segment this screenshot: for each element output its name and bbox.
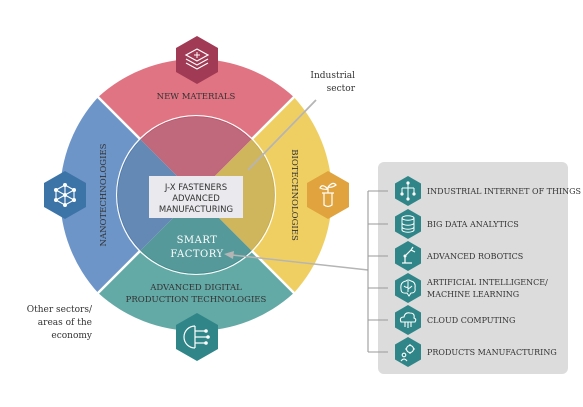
sector-new-materials-label: NEW MATERIALS bbox=[157, 92, 236, 102]
gear-person-icon bbox=[395, 337, 421, 367]
cloud-icon bbox=[395, 305, 421, 335]
tech-item-robotics: ADVANCED ROBOTICS bbox=[395, 241, 523, 271]
other-sectors-label1: Other sectors/ bbox=[27, 305, 93, 315]
iot-tree-icon bbox=[395, 176, 421, 206]
smart-factory-line1: SMART bbox=[177, 235, 218, 246]
other-sectors-label2: areas of the bbox=[38, 318, 92, 328]
molecule-icon bbox=[44, 171, 86, 219]
sector-advanced-digital-label2: PRODUCTION TECHNOLOGIES bbox=[126, 295, 267, 305]
smart-factory-connector bbox=[231, 254, 369, 271]
technologies-bracket bbox=[367, 190, 388, 353]
industrial-sector-pointer bbox=[247, 99, 317, 171]
tech-label-robotics: ADVANCED ROBOTICS bbox=[426, 252, 523, 261]
other-sectors-label3: economy bbox=[51, 331, 93, 341]
industrial-sector-label1: Industrial bbox=[310, 71, 355, 81]
smart-factory-arrowhead bbox=[224, 251, 234, 259]
sector-biotechnologies-label: BIOTECHNOLOGIES bbox=[289, 149, 299, 241]
technologies-panel bbox=[378, 162, 568, 374]
tech-label-iiot: INDUSTRIAL INTERNET OF THINGS bbox=[427, 187, 581, 196]
sector-advanced-digital-label1: ADVANCED DIGITAL bbox=[149, 283, 242, 293]
tech-label-ai-line1: ARTIFICIAL INTELLIGENCE/ bbox=[426, 278, 548, 287]
robot-arm-icon bbox=[395, 241, 421, 271]
flask-plant-icon bbox=[307, 171, 349, 219]
database-icon bbox=[395, 209, 421, 239]
tech-item-manufacturing: PRODUCTS MANUFACTURING bbox=[395, 337, 557, 367]
sector-nanotechnologies-label: NANOTECHNOLOGIES bbox=[99, 143, 109, 246]
center-label-line1: J-X FASTENERS bbox=[164, 183, 227, 193]
smart-factory-line2: FACTORY bbox=[170, 249, 223, 260]
center-label-box bbox=[149, 176, 243, 218]
tech-label-ai-line2: MACHINE LEARNING bbox=[427, 290, 519, 299]
tech-item-ai: ARTIFICIAL INTELLIGENCE/ MACHINE LEARNIN… bbox=[395, 273, 548, 303]
tech-label-cloud: CLOUD COMPUTING bbox=[427, 316, 515, 325]
industrial-sector-label2: sector bbox=[327, 84, 356, 94]
layers-icon bbox=[176, 36, 218, 84]
brain-icon bbox=[395, 273, 421, 303]
tech-item-big-data: BIG DATA ANALYTICS bbox=[395, 209, 519, 239]
inner-teal-quadrant bbox=[140, 195, 252, 274]
inner-red-quadrant bbox=[140, 116, 252, 195]
center-label-line3: MANUFACTURING bbox=[159, 205, 233, 215]
tech-item-cloud: CLOUD COMPUTING bbox=[395, 305, 515, 335]
circuit-icon bbox=[176, 313, 218, 361]
tech-item-iiot: INDUSTRIAL INTERNET OF THINGS bbox=[395, 176, 581, 206]
tech-label-manufacturing: PRODUCTS MANUFACTURING bbox=[427, 348, 557, 357]
center-label-line2: ADVANCED bbox=[172, 194, 220, 204]
tech-label-big-data: BIG DATA ANALYTICS bbox=[427, 220, 519, 229]
